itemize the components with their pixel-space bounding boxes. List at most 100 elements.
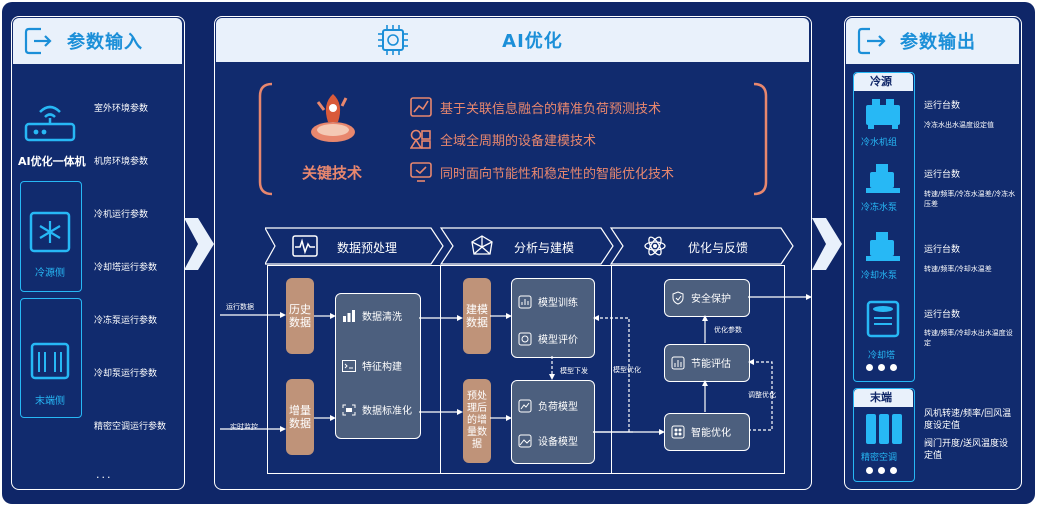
optimize-params-label: 优化参数 xyxy=(714,326,742,334)
cooling-pump-params: 转速/频率/冷却水温差 xyxy=(924,265,992,273)
stage-preprocess-label: 数据预处理 xyxy=(337,241,398,255)
monitor-check-icon xyxy=(410,162,432,182)
chiller-params: 冷冻水出水温度设定值 xyxy=(924,121,994,129)
input-panel-title: 参数输入 xyxy=(67,32,143,53)
cooling-tower-label: 冷却塔 xyxy=(868,351,896,361)
safety-box xyxy=(664,279,750,317)
safety-label: 安全保护 xyxy=(691,294,731,305)
modeling-connectors xyxy=(490,313,512,421)
param-chilled-pump: 冷冻泵运行参数 xyxy=(94,316,158,326)
cooling-pump-icon xyxy=(866,232,900,261)
output-panel-title: 参数输出 xyxy=(900,32,976,53)
feedback-area xyxy=(611,265,785,474)
cooling-tower-params-text: 转速/频率/冷却水出水温度设定 xyxy=(924,329,1013,347)
terminal-param-fan-text: 风机转速/频率/回风温度设定值 xyxy=(924,409,1012,431)
building-icon xyxy=(30,342,70,380)
step-label: 模型评价 xyxy=(538,335,578,346)
tech-item-load-forecast: 基于关联信息融合的精准负荷预测技术 xyxy=(410,97,661,117)
model-label: 负荷模型 xyxy=(538,402,578,413)
scan-icon xyxy=(342,404,356,415)
step-model-training: 模型训练 xyxy=(518,294,578,309)
grid-icon xyxy=(671,425,685,438)
atom-icon xyxy=(644,236,666,256)
terminal-more-dots xyxy=(866,467,897,474)
safety-output-arrow xyxy=(748,294,812,300)
step-data-cleaning: 数据清洗 xyxy=(342,308,402,323)
terminal-side-box xyxy=(20,298,82,418)
smart-optimization: 智能优化 xyxy=(671,424,731,439)
cooling-tower-params: 转速/频率/冷却水出水温度设定 xyxy=(924,328,1016,348)
precision-ac-icon xyxy=(866,414,902,444)
cooling-pump-label: 冷却水泵 xyxy=(861,271,898,281)
cooling-tower-status: 运行台数 xyxy=(924,310,961,320)
cooling-pump-status: 运行台数 xyxy=(924,245,961,255)
rocket-icon xyxy=(311,94,355,142)
chilled-pump-params: 转速/频率/冷冻水温差/冷冻水压差 xyxy=(924,189,1016,209)
output-terminal-header: 末端 xyxy=(854,389,913,407)
source-more-dots xyxy=(866,364,897,371)
tech-item-label: 全域全周期的设备建模技术 xyxy=(440,133,597,149)
tech-item-device-modeling: 全域全周期的设备建模技术 xyxy=(410,129,596,149)
param-cooling-tower: 冷却塔运行参数 xyxy=(94,263,158,273)
smart-opt-label: 智能优化 xyxy=(691,428,731,439)
shield-icon xyxy=(672,290,684,305)
modeling-data-box: 建模数据 xyxy=(463,278,491,354)
login-icon xyxy=(24,27,52,55)
step-data-normalization: 数据标准化 xyxy=(342,402,412,417)
energy-eval-label: 节能评估 xyxy=(691,359,731,370)
model-deploy-label: 模型下发 xyxy=(560,367,588,375)
step-label: 模型训练 xyxy=(538,298,578,309)
history-data-box: 历史数据 xyxy=(286,278,314,354)
param-outdoor-env: 室外环境参数 xyxy=(94,104,149,114)
line-chart-icon xyxy=(518,399,532,412)
flow-chevron-left xyxy=(184,218,214,270)
network-icon xyxy=(471,235,493,255)
snowflake-icon xyxy=(29,211,71,253)
step-label: 数据标准化 xyxy=(362,406,412,417)
step-label: 特征构建 xyxy=(362,362,402,373)
adjust-optimize-feedback xyxy=(748,359,773,431)
chilled-pump-label: 冷冻水泵 xyxy=(861,203,898,213)
bar-chart-icon xyxy=(671,356,685,369)
chilled-pump-status: 运行台数 xyxy=(924,170,961,180)
step-label: 数据清洗 xyxy=(362,312,402,323)
chiller-label: 冷水机组 xyxy=(861,138,898,148)
image-icon xyxy=(518,434,532,447)
input-arrows xyxy=(220,312,286,432)
preprocess-connectors xyxy=(314,313,336,421)
chilled-pump-icon xyxy=(866,164,900,193)
output-terminal-box xyxy=(853,388,915,482)
input-panel xyxy=(11,16,185,490)
model-label: 设备模型 xyxy=(538,437,578,448)
param-precision-ac: 精密空调运行参数 xyxy=(94,422,167,432)
adjust-optimize-label: 调整优化 xyxy=(748,391,776,399)
precision-ac-label: 精密空调 xyxy=(861,453,898,463)
smart-to-eval-arrow xyxy=(702,380,708,412)
terminal-param-valve: 阀门开度/送风温度设定值 xyxy=(924,438,1016,462)
source-side-label: 冷源侧 xyxy=(35,268,65,279)
chiller-status: 运行台数 xyxy=(924,101,961,111)
safety-protection: 安全保护 xyxy=(671,290,731,305)
more-indicator: ... xyxy=(96,468,113,481)
chilled-pump-params-text: 转速/频率/冷冻水温差/冷冻水压差 xyxy=(924,190,1016,208)
output-source-box xyxy=(853,72,915,382)
terminal-side-label: 末端侧 xyxy=(35,396,65,407)
stage-modeling-label: 分析与建模 xyxy=(514,241,575,255)
shapes-icon xyxy=(410,129,431,149)
tech-item-label: 基于关联信息融合的精准负荷预测技术 xyxy=(440,101,662,117)
step-model-evaluation: 模型评价 xyxy=(518,331,578,346)
incremental-data-box: 增量数据 xyxy=(286,379,314,455)
step-feature-construction: 特征构建 xyxy=(342,358,402,373)
models-box xyxy=(511,380,595,464)
terminal-param-valve-text: 阀门开度/送风温度设定值 xyxy=(924,439,1009,461)
preprocess-to-modeling-arrows xyxy=(419,315,463,415)
smart-opt-box xyxy=(664,413,750,451)
router-icon xyxy=(24,105,76,142)
device-label: AI优化一体机 xyxy=(18,155,86,168)
param-room-env: 机房环境参数 xyxy=(94,157,149,167)
key-tech-brackets xyxy=(258,82,768,196)
output-panel-header: 参数输出 xyxy=(846,18,1019,64)
tech-item-smart-optimization: 同时面向节能性和稳定性的智能优化技术 xyxy=(410,162,674,182)
output-source-header: 冷源 xyxy=(854,73,913,91)
